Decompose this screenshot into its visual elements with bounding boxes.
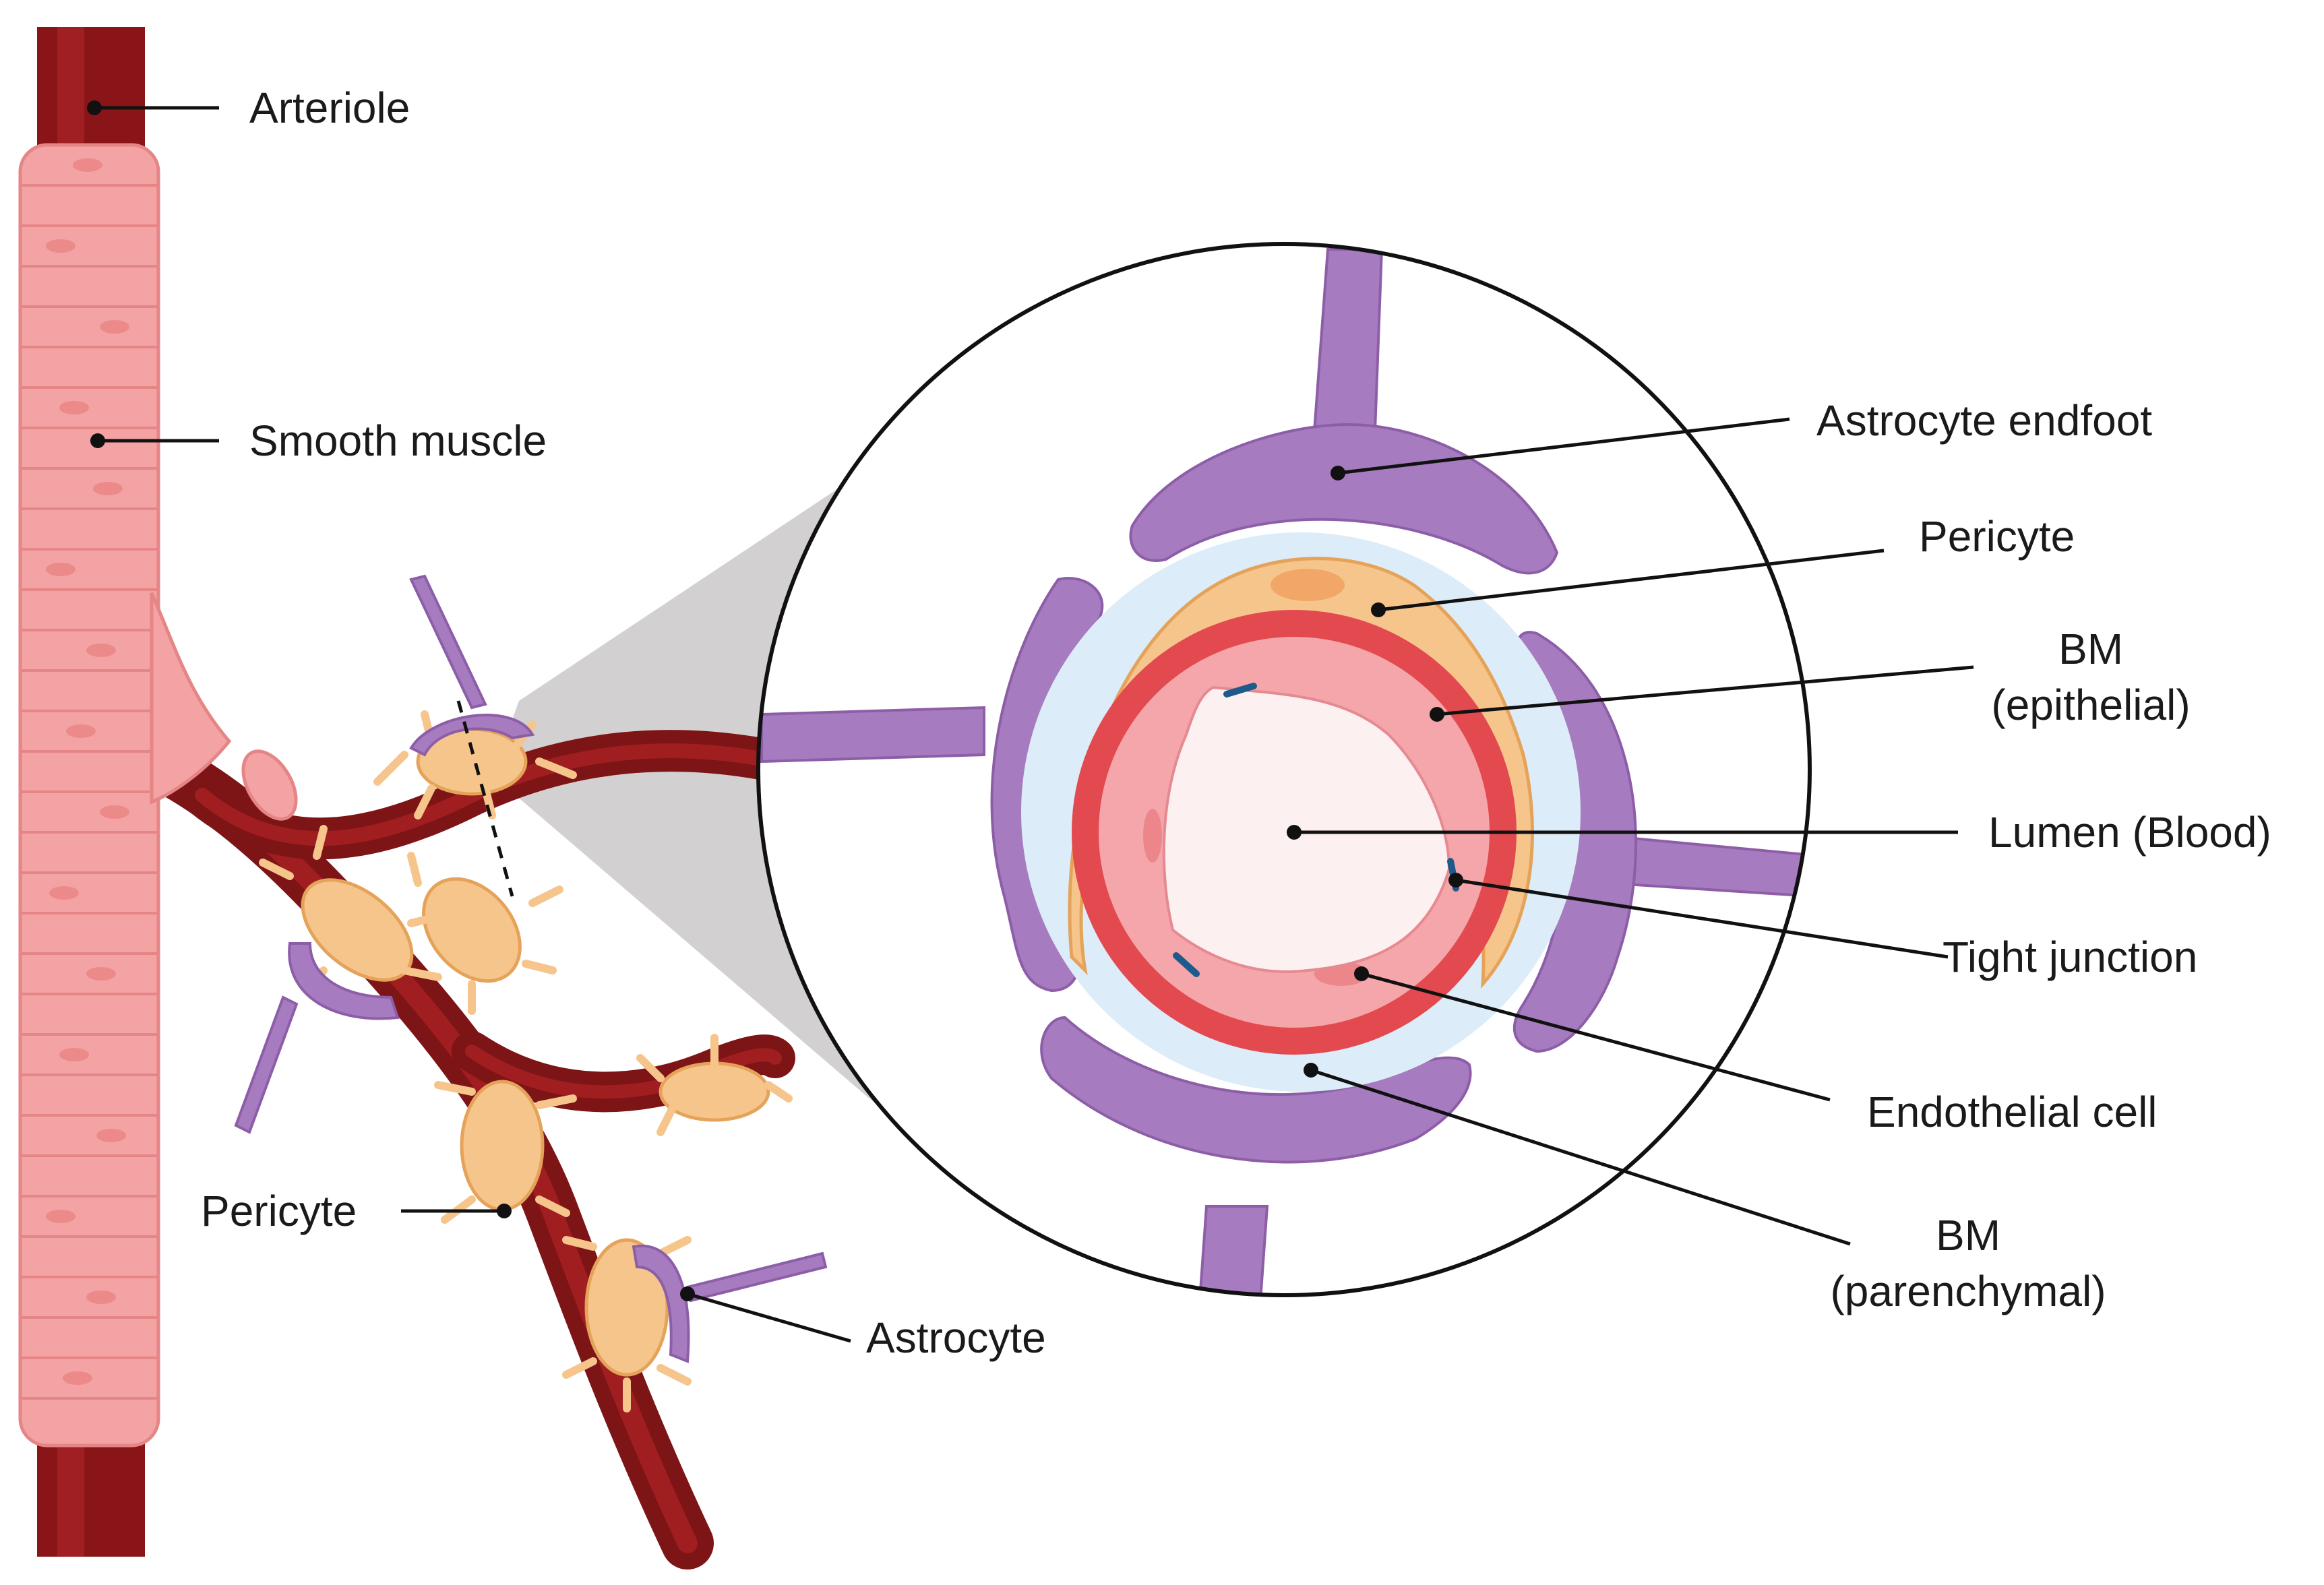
label-astrocyte-endfoot: Astrocyte endfoot [1816,396,2152,445]
label-pericyte-left: Pericyte [201,1187,357,1235]
label-bm-parenchymal-line2: (parenchymal) [1830,1267,2106,1315]
smooth-muscle [18,143,298,1448]
cross-section [756,242,1812,1297]
label-bm-epithelial-line2: (epithelial) [1991,681,2190,729]
leader-lines [87,100,1974,1343]
capillary-astrocytes [234,574,828,1363]
label-pericyte-right: Pericyte [1919,512,2075,561]
label-endothelial-cell: Endothelial cell [1867,1088,2158,1136]
astrocyte-endfoot-processes [760,248,1810,1295]
lumen [1162,685,1451,973]
label-smooth-muscle: Smooth muscle [249,416,547,465]
label-astrocyte: Astrocyte [866,1313,1046,1362]
label-arteriole: Arteriole [249,84,410,132]
pericyte-processes [259,710,793,1412]
label-bm-parenchymal-line1: BM [1936,1211,2000,1260]
labels: Arteriole Smooth muscle Pericyte Astrocy… [201,84,2271,1362]
label-tight-junction: Tight junction [1943,933,2197,981]
label-bm-epithelial-line1: BM [2058,625,2123,673]
capillary-pericytes [301,727,770,1377]
pericyte-nucleus [1271,569,1345,601]
label-lumen: Lumen (Blood) [1988,808,2271,857]
